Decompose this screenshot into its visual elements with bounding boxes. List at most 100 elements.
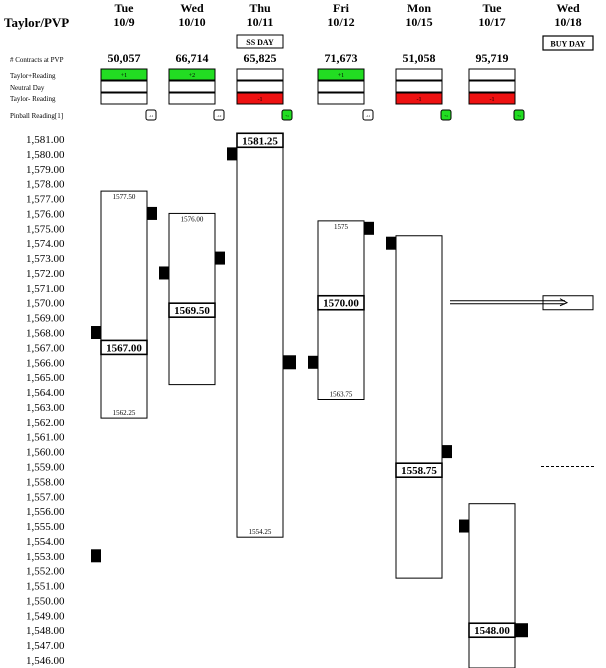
reading-box-minus bbox=[236, 92, 284, 105]
range-bar bbox=[236, 134, 284, 538]
contracts-value: 66,714 bbox=[176, 51, 209, 65]
buy-day-badge: BUY DAY bbox=[550, 40, 585, 49]
marker-left bbox=[91, 326, 101, 340]
reading-value: -1 bbox=[417, 97, 422, 103]
reading-box-minus bbox=[468, 92, 516, 105]
y-tick-label: 1,567.00 bbox=[26, 342, 65, 354]
chart-title: Taylor/PVP bbox=[4, 15, 69, 30]
range-bar bbox=[468, 503, 516, 668]
contracts-row-label: # Contracts at PVP bbox=[10, 56, 64, 64]
marker-left bbox=[159, 266, 169, 280]
y-tick-label: 1,550.00 bbox=[26, 595, 65, 607]
y-tick-label: 1,576.00 bbox=[26, 208, 65, 220]
reading-box-plus bbox=[236, 68, 284, 81]
y-tick-label: 1,549.00 bbox=[26, 610, 65, 622]
contracts-value: 71,673 bbox=[325, 51, 358, 65]
reading-box-minus bbox=[317, 92, 365, 105]
day-date: 10/9 bbox=[113, 15, 134, 29]
y-tick-label: 1,565.00 bbox=[26, 372, 65, 384]
plus-row-label: Taylor+Reading bbox=[10, 72, 56, 80]
range-low-label: 1563.75 bbox=[330, 391, 353, 399]
pinball-box bbox=[145, 109, 157, 121]
range-low-label: 1554.25 bbox=[249, 528, 272, 536]
y-tick-label: 1,552.00 bbox=[26, 566, 65, 578]
close-box bbox=[100, 339, 148, 356]
pinball-value: +1 bbox=[285, 114, 289, 118]
y-tick-label: 1,574.00 bbox=[26, 238, 65, 250]
pinball-box bbox=[440, 109, 452, 121]
reading-value: +1 bbox=[121, 73, 127, 79]
reading-value: +2 bbox=[189, 73, 195, 79]
marker-right bbox=[215, 251, 225, 265]
reading-value: -1 bbox=[490, 97, 495, 103]
y-tick-label: 1,568.00 bbox=[26, 328, 65, 340]
y-tick-label: 1,572.00 bbox=[26, 268, 65, 280]
day-of-week: Thu bbox=[249, 1, 271, 15]
projection-arrow-head bbox=[559, 298, 569, 307]
y-tick-label: 1,553.00 bbox=[26, 551, 65, 563]
y-tick-label: 1,581.00 bbox=[26, 134, 65, 146]
day-of-week: Tue bbox=[483, 1, 503, 15]
y-tick-label: 1,570.00 bbox=[26, 298, 65, 310]
marker-left bbox=[386, 236, 396, 250]
contracts-value: 51,058 bbox=[403, 51, 436, 65]
y-tick-label: 1,560.00 bbox=[26, 447, 65, 459]
reading-box-minus bbox=[100, 92, 148, 105]
marker-left bbox=[308, 355, 318, 369]
neutral-row-label: Neutral Day bbox=[10, 84, 45, 92]
y-tick-label: 1,559.00 bbox=[26, 461, 65, 473]
day-of-week: Tue bbox=[115, 1, 135, 15]
marker-right bbox=[442, 445, 452, 459]
close-value: 1581.25 bbox=[242, 135, 278, 147]
range-bar bbox=[395, 235, 443, 579]
reading-box-neutral bbox=[100, 80, 148, 93]
marker-right bbox=[147, 206, 157, 220]
pinball-box bbox=[213, 109, 225, 121]
reading-box-plus bbox=[468, 68, 516, 81]
y-tick-label: 1,577.00 bbox=[26, 194, 65, 206]
close-box bbox=[395, 462, 443, 479]
range-high-label: 1575 bbox=[334, 223, 349, 231]
close-box bbox=[236, 132, 284, 149]
day-of-week: Mon bbox=[407, 1, 431, 15]
day-date: 10/15 bbox=[405, 15, 432, 29]
y-tick-label: 1,551.00 bbox=[26, 581, 65, 593]
close-value: 1558.75 bbox=[401, 465, 437, 477]
y-tick-label: 1,566.00 bbox=[26, 357, 65, 369]
pinball-row-label: Pinball Reading[1] bbox=[10, 112, 63, 120]
range-high-label: 1577.50 bbox=[113, 193, 136, 201]
range-bar bbox=[168, 212, 216, 386]
reading-value: -1 bbox=[258, 97, 263, 103]
day-date: 10/12 bbox=[327, 15, 354, 29]
y-tick-label: 1,558.00 bbox=[26, 476, 65, 488]
reading-box-neutral bbox=[236, 80, 284, 93]
reading-box-plus bbox=[100, 68, 148, 81]
pinball-box bbox=[362, 109, 374, 121]
pinball-value: +1 bbox=[444, 114, 448, 118]
reading-box-minus bbox=[168, 92, 216, 105]
y-tick-label: 1,557.00 bbox=[26, 491, 65, 503]
pinball-value: -12 bbox=[217, 114, 222, 118]
reading-box-plus bbox=[317, 68, 365, 81]
y-tick-label: 1,580.00 bbox=[26, 149, 65, 161]
y-tick-label: 1,548.00 bbox=[26, 625, 65, 637]
reading-box-neutral bbox=[317, 80, 365, 93]
reading-box-plus bbox=[395, 68, 443, 81]
marker-left bbox=[91, 549, 101, 563]
range-low-label: 1562.25 bbox=[113, 409, 136, 417]
day-date: 10/11 bbox=[247, 15, 274, 29]
close-value: 1570.00 bbox=[323, 298, 359, 310]
reading-value: +1 bbox=[338, 73, 344, 79]
y-tick-label: 1,554.00 bbox=[26, 536, 65, 548]
day-columns: Tue10/950,057+1-111577.501562.251567.00W… bbox=[91, 1, 594, 668]
range-high-label: 1576.00 bbox=[181, 215, 204, 223]
close-value: 1548.00 bbox=[474, 625, 510, 637]
y-tick-label: 1,578.00 bbox=[26, 179, 65, 191]
close-value: 1567.00 bbox=[106, 342, 142, 354]
